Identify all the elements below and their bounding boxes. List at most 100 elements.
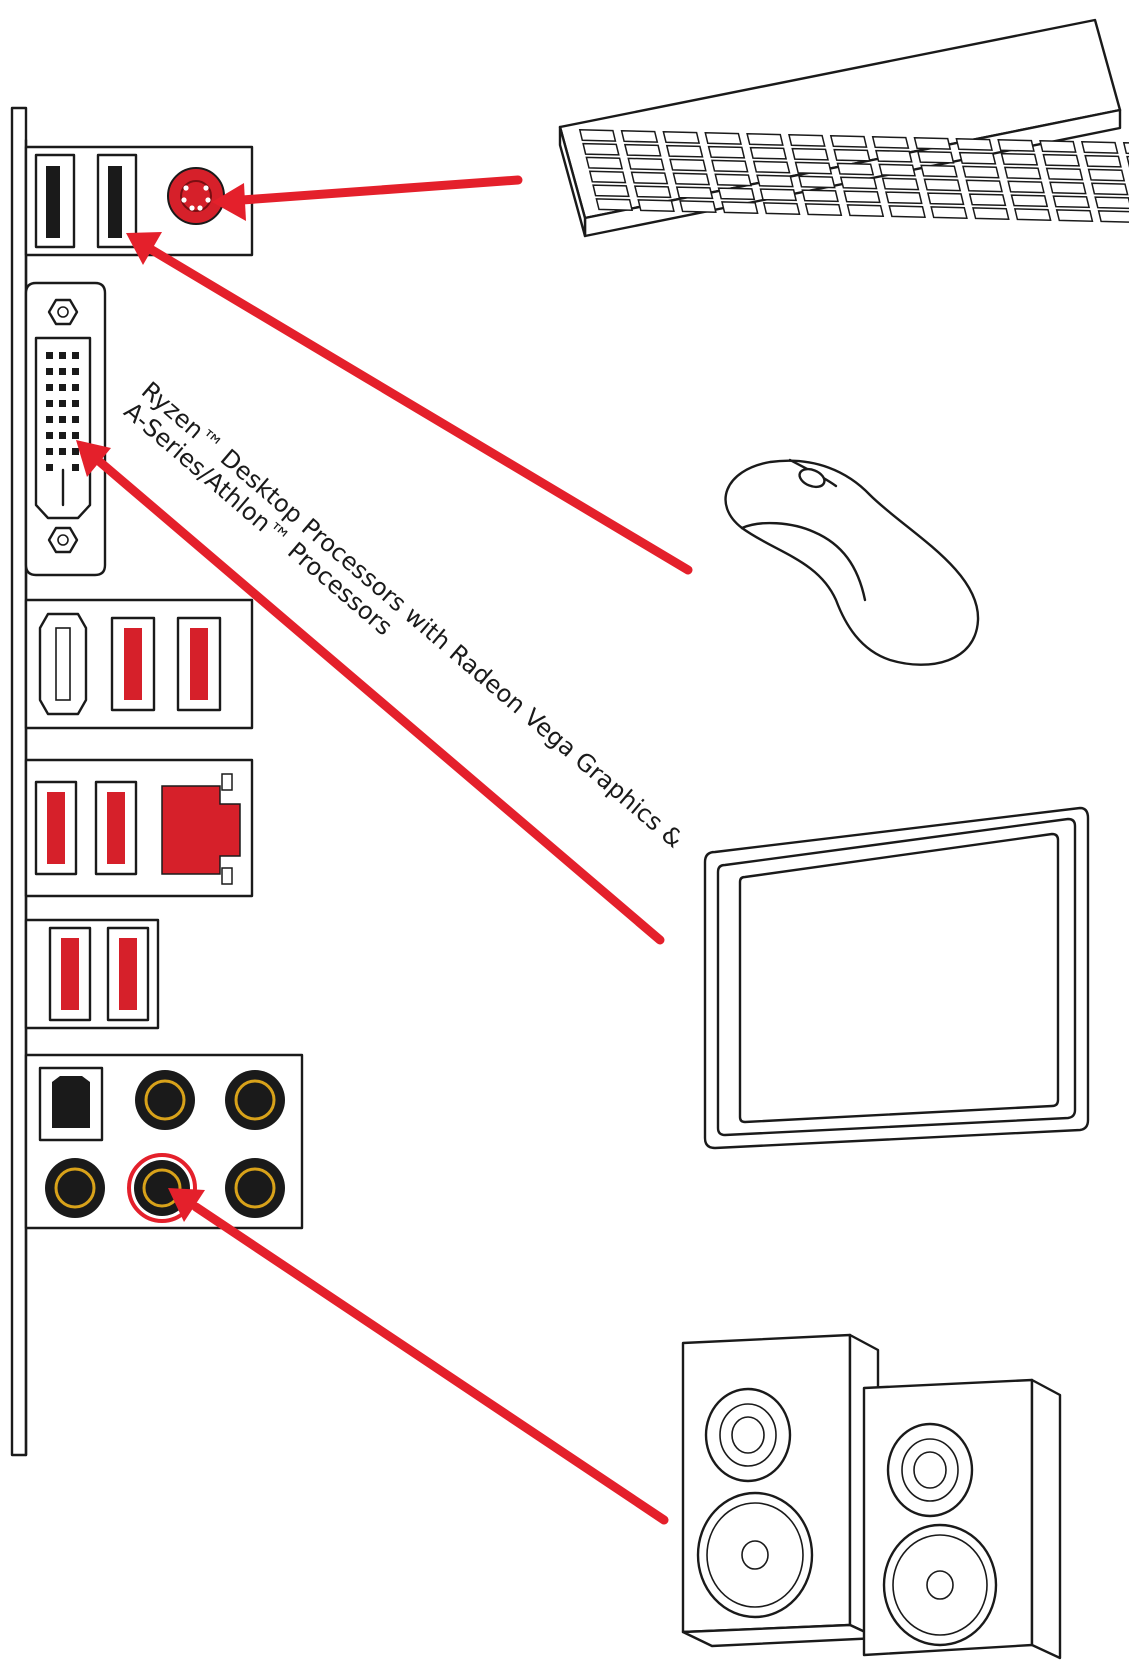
usb-port bbox=[106, 926, 150, 1022]
keyboard-key bbox=[675, 186, 714, 200]
usb-port bbox=[110, 616, 156, 712]
keyboard-key bbox=[833, 148, 871, 162]
keyboard-key bbox=[588, 170, 627, 184]
keyboard-key bbox=[721, 201, 759, 214]
keyboard-key bbox=[1080, 141, 1119, 154]
keyboard-key bbox=[965, 179, 1003, 193]
keyboard-key bbox=[637, 199, 675, 212]
monitor-icon bbox=[703, 806, 1090, 1150]
keyboard-key bbox=[752, 160, 791, 174]
dvi-port bbox=[34, 336, 92, 520]
keyboard-key bbox=[1045, 167, 1084, 181]
optical-port bbox=[38, 1066, 104, 1142]
keyboard-key bbox=[804, 203, 843, 216]
arrow-monitor-to-dvi bbox=[76, 440, 665, 945]
audio-jack bbox=[135, 1070, 195, 1130]
usb-port bbox=[94, 780, 138, 876]
keyboard-key bbox=[801, 189, 839, 203]
keyboard-key bbox=[955, 138, 993, 151]
usb-port bbox=[34, 153, 76, 249]
keyboard-key bbox=[1122, 142, 1129, 155]
hdmi-port bbox=[38, 612, 88, 716]
keyboard-key bbox=[582, 142, 620, 156]
usb-port bbox=[34, 780, 78, 876]
usb-block bbox=[24, 918, 160, 1030]
keyboard-keys bbox=[578, 129, 1129, 223]
keyboard-key bbox=[923, 178, 962, 192]
audio-block bbox=[24, 1053, 304, 1230]
keyboard-key bbox=[662, 131, 701, 144]
speaker-left bbox=[681, 1333, 880, 1648]
keyboard-key bbox=[756, 174, 794, 188]
keyboard-key bbox=[871, 136, 910, 149]
keyboard-key bbox=[1010, 194, 1049, 208]
audio-jack bbox=[225, 1158, 285, 1218]
keyboard-key bbox=[1084, 154, 1122, 168]
keyboard-key bbox=[746, 133, 784, 146]
speaker-right bbox=[862, 1378, 1062, 1660]
keyboard-key bbox=[885, 191, 923, 205]
keyboard-key bbox=[620, 130, 659, 143]
keyboard-key bbox=[623, 143, 662, 157]
keyboard-key bbox=[794, 161, 833, 175]
keyboard-key bbox=[916, 150, 955, 164]
keyboard-key bbox=[1007, 180, 1045, 194]
keyboard-key bbox=[679, 200, 717, 213]
keyboard-key bbox=[669, 158, 707, 172]
keyboard-key bbox=[672, 172, 711, 186]
usb-port bbox=[48, 926, 92, 1022]
keyboard-key bbox=[968, 193, 1007, 207]
usb-lan-block bbox=[24, 758, 254, 898]
keyboard-key bbox=[592, 184, 630, 198]
keyboard-key bbox=[1042, 153, 1081, 167]
arrow-speakers-to-line-out bbox=[168, 1188, 669, 1525]
keyboard-key bbox=[972, 207, 1010, 220]
keyboard-key bbox=[1039, 140, 1077, 153]
keyboard-key bbox=[836, 162, 875, 176]
keyboard-key bbox=[913, 137, 952, 150]
keyboard-key bbox=[1003, 166, 1042, 180]
keyboard-key bbox=[888, 205, 926, 218]
keyboard-key bbox=[704, 132, 742, 145]
keyboard-key bbox=[1087, 168, 1126, 182]
keyboard-key bbox=[595, 198, 634, 211]
audio-jack bbox=[45, 1158, 105, 1218]
keyboard-key bbox=[962, 165, 1000, 179]
keyboard-key bbox=[846, 204, 885, 217]
keyboard-key bbox=[1013, 208, 1052, 221]
screw-icon bbox=[47, 526, 79, 554]
screw-icon bbox=[47, 298, 79, 326]
ps2-port bbox=[167, 167, 225, 225]
keyboard-key bbox=[958, 151, 997, 165]
keyboard-key bbox=[798, 175, 836, 189]
keyboard-key bbox=[1055, 209, 1094, 222]
keyboard-key bbox=[920, 164, 958, 178]
keyboard-key bbox=[749, 146, 788, 160]
lan-port bbox=[161, 773, 241, 885]
dvi-block bbox=[24, 281, 107, 577]
keyboard-key bbox=[585, 156, 624, 170]
keyboard-key bbox=[788, 134, 826, 147]
keyboard-key bbox=[665, 144, 704, 158]
arrow-mouse-to-usb bbox=[126, 232, 693, 575]
keyboard-key bbox=[630, 171, 669, 185]
usb-port bbox=[176, 616, 222, 712]
keyboard-key bbox=[926, 192, 965, 206]
keyboard-key bbox=[627, 157, 665, 171]
keyboard-key bbox=[762, 202, 801, 215]
keyboard-key bbox=[717, 187, 756, 201]
keyboard-key bbox=[1090, 182, 1129, 196]
usb-port bbox=[96, 153, 138, 249]
keyboard-key bbox=[1049, 181, 1087, 195]
mouse-icon bbox=[724, 458, 980, 666]
keyboard-key bbox=[707, 145, 746, 159]
keyboard-key bbox=[843, 190, 881, 204]
keyboard-key bbox=[997, 139, 1035, 152]
audio-jack bbox=[225, 1070, 285, 1130]
keyboard-key bbox=[1000, 152, 1039, 166]
keyboard-key bbox=[839, 176, 878, 190]
io-shield bbox=[10, 106, 28, 1457]
keyboard-key bbox=[633, 185, 672, 199]
keyboard-key bbox=[578, 129, 617, 142]
